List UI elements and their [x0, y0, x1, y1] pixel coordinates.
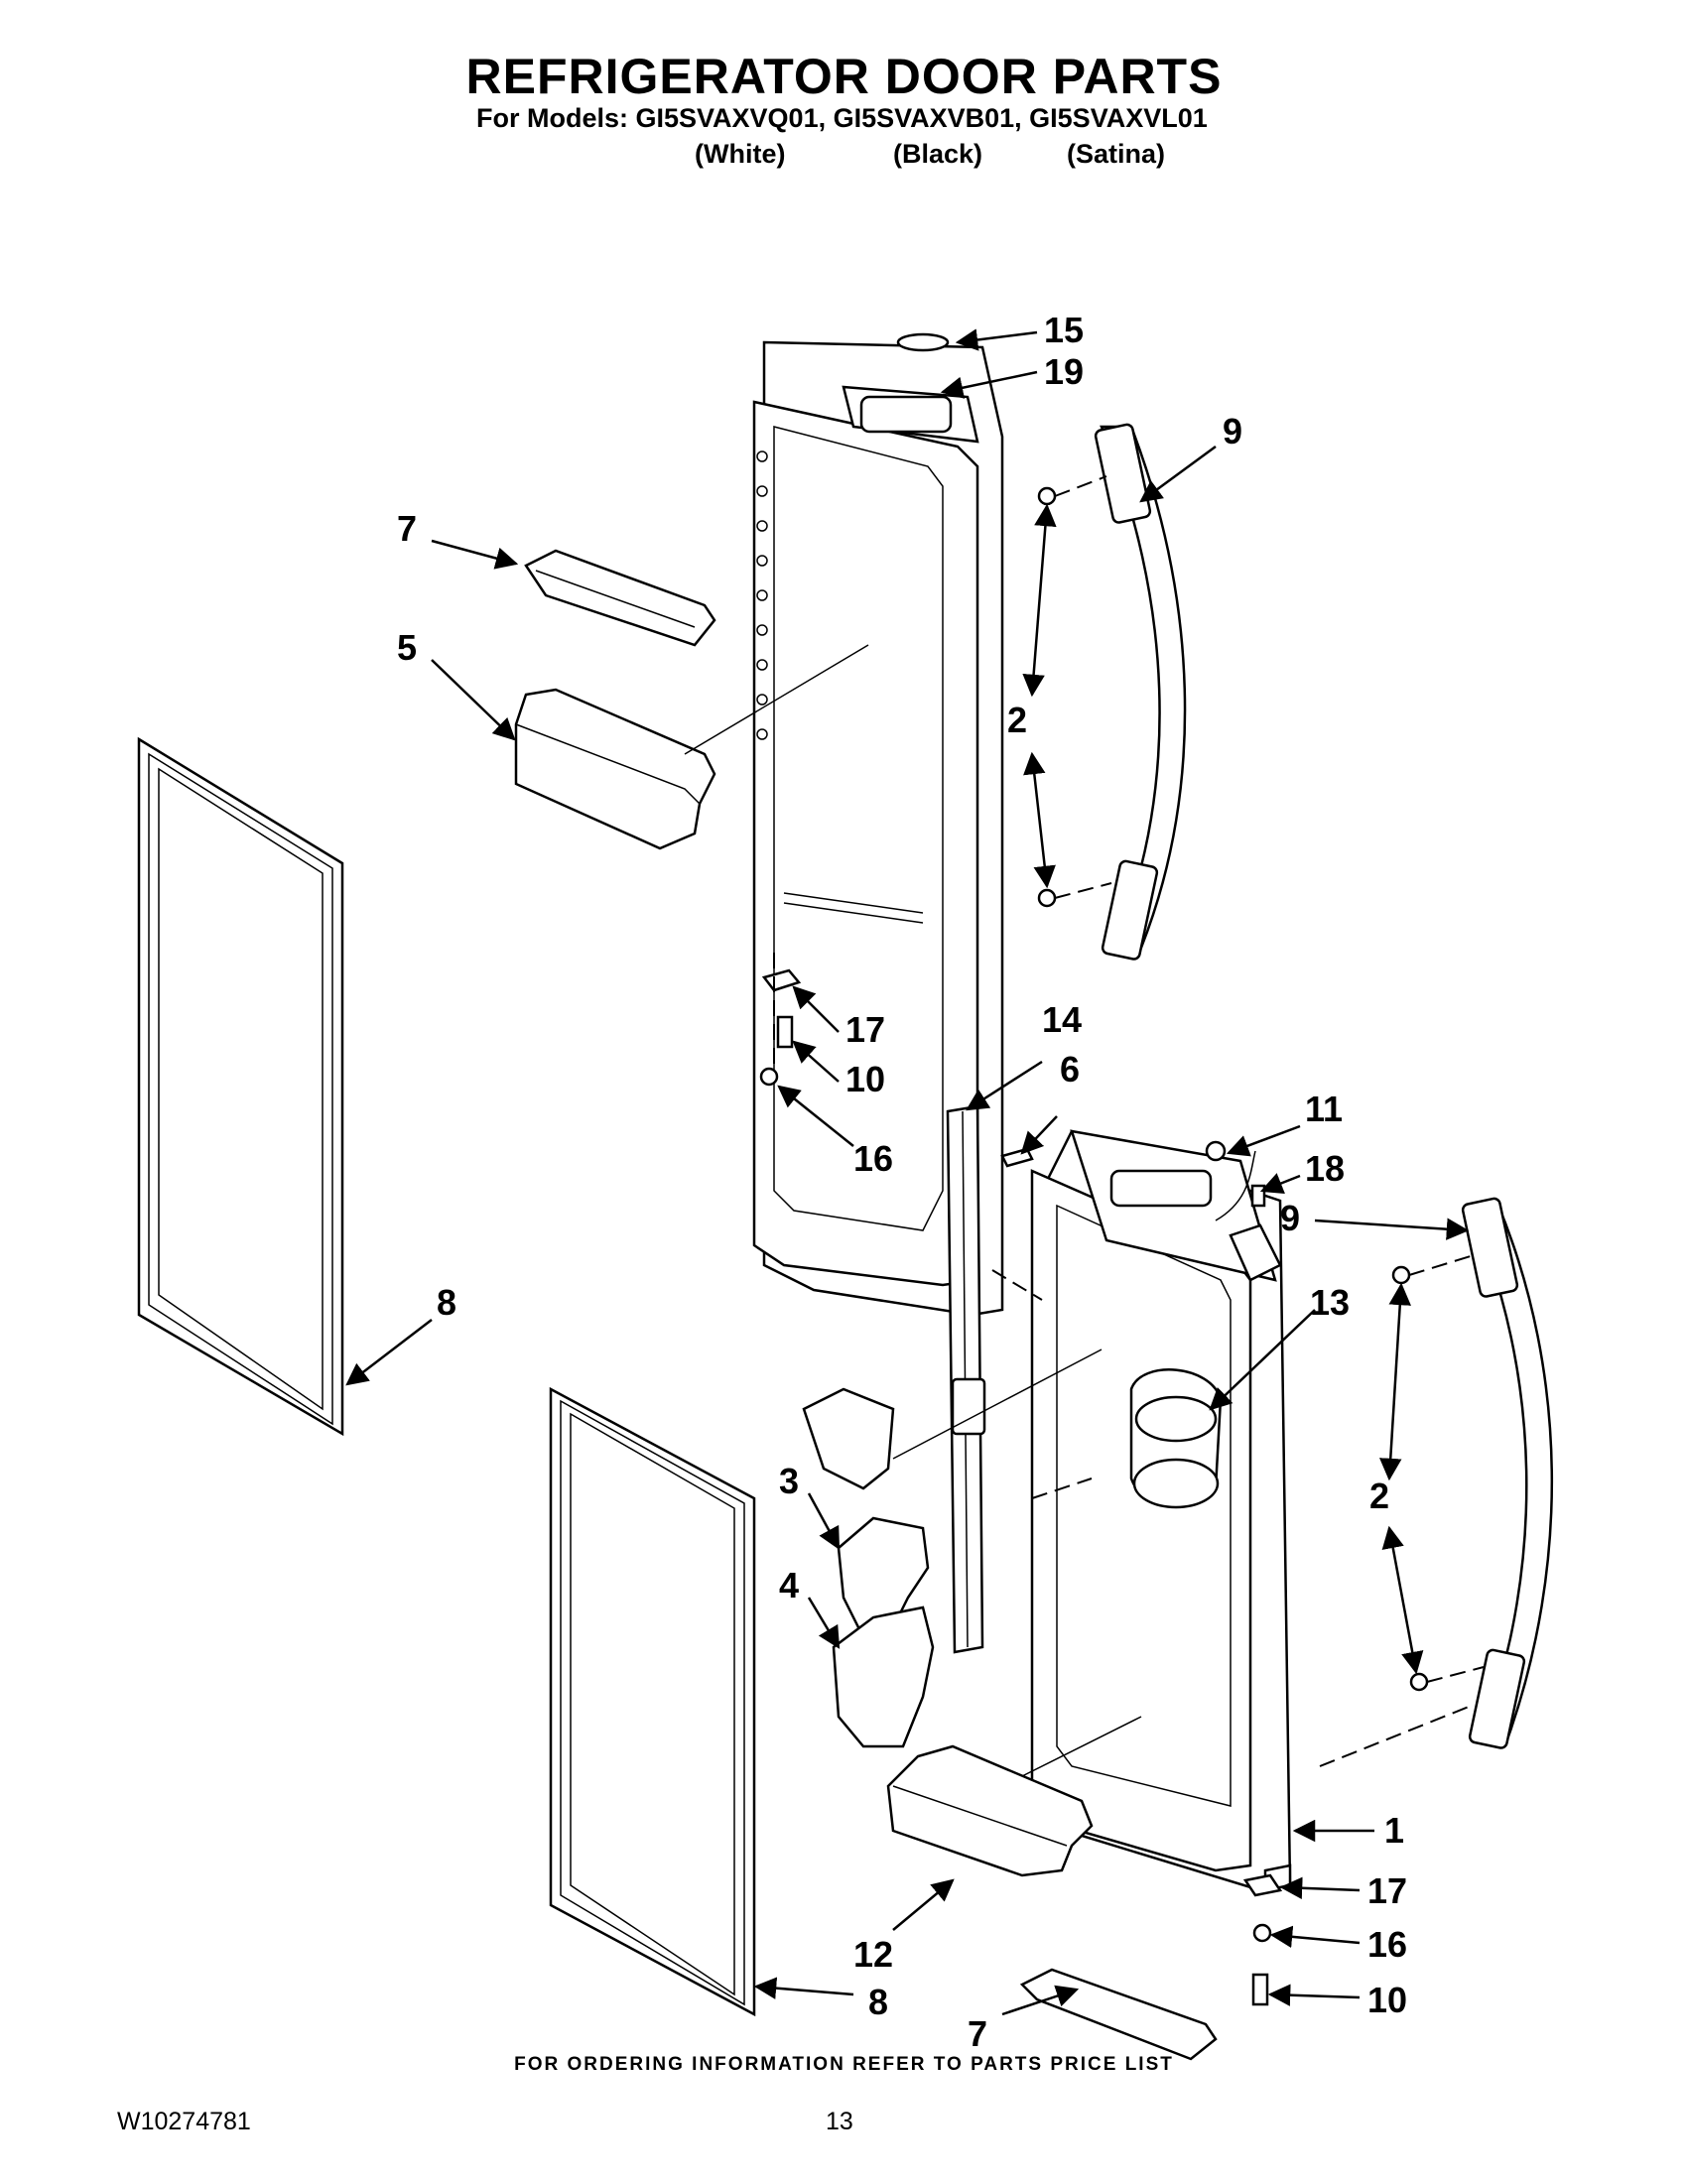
callout-3: 3 [779, 1461, 799, 1501]
lower-door-assembly [1030, 1129, 1292, 1892]
page-number: 13 [826, 2108, 853, 2135]
document-number: W10274781 [117, 2108, 251, 2135]
callout-17: 17 [845, 1009, 885, 1050]
callout-2: 2 [1007, 700, 1027, 740]
callout-7: 7 [397, 508, 417, 549]
callout-16: 16 [853, 1138, 893, 1179]
screw-6 [1000, 1147, 1034, 1168]
cap-part-15 [896, 332, 950, 352]
callout-10: 10 [1367, 1980, 1407, 2020]
shelf-lower-7 [1019, 1968, 1218, 2061]
callout-9: 9 [1223, 411, 1242, 451]
door-bin-4 [832, 1606, 935, 1748]
callout-5: 5 [397, 627, 417, 668]
hinge-parts-lower [1242, 1873, 1283, 2006]
fitting-18 [1250, 1184, 1266, 1208]
page-title: REFRIGERATOR DOOR PARTS [465, 49, 1223, 104]
callout-8: 8 [437, 1282, 456, 1323]
callout-11: 11 [1305, 1089, 1343, 1129]
color-black: (Black) [893, 139, 983, 169]
callout-16: 16 [1367, 1924, 1407, 1965]
callout-10: 10 [845, 1059, 885, 1099]
callout-leaders [345, 328, 1470, 2016]
hinge-parts-upper [759, 953, 802, 1087]
callout-9: 9 [1280, 1198, 1300, 1238]
upper-door-assembly [752, 332, 1004, 1317]
callout-14: 14 [1042, 999, 1082, 1040]
ordering-note: FOR ORDERING INFORMATION REFER TO PARTS … [514, 2054, 1174, 2075]
callout-6: 6 [1060, 1049, 1080, 1090]
door-gasket-left [137, 736, 344, 1437]
door-bin-5 [514, 688, 716, 850]
model-list: For Models: GI5SVAXVQ01, GI5SVAXVB01, GI… [476, 103, 1208, 133]
door-bin-12 [886, 1744, 1094, 1877]
color-white: (White) [695, 139, 786, 169]
callout-17: 17 [1367, 1870, 1407, 1911]
callout-7: 7 [968, 2013, 987, 2054]
shelf-upper-7 [524, 549, 716, 647]
bracket-part [802, 1387, 895, 1490]
callout-13: 13 [1310, 1282, 1350, 1323]
callout-15: 15 [1044, 310, 1084, 350]
door-bin-3 [837, 1516, 930, 1629]
callout-1: 1 [1384, 1810, 1404, 1851]
callout-2: 2 [1369, 1476, 1389, 1516]
door-gasket-lower [549, 1386, 756, 2017]
callout-12: 12 [853, 1934, 893, 1975]
callout-18: 18 [1305, 1148, 1345, 1189]
callout-8: 8 [868, 1982, 888, 2022]
color-satina: (Satina) [1067, 139, 1166, 169]
water-tube-11 [1205, 1140, 1227, 1162]
callout-19: 19 [1044, 351, 1084, 392]
callout-4: 4 [779, 1565, 799, 1606]
handle-lower [1391, 1197, 1553, 1749]
handle-upper [1037, 423, 1187, 961]
